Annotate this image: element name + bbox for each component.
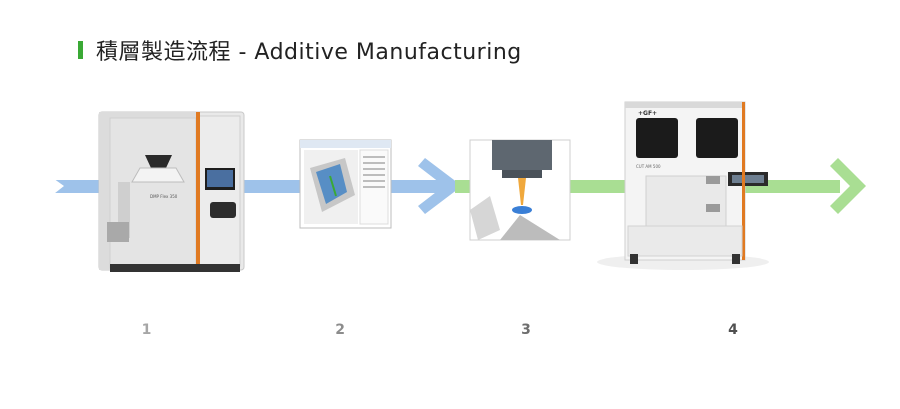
flow-arrow-blue-head	[418, 158, 462, 214]
step-number-1: 1	[136, 320, 157, 340]
post-process-image	[469, 139, 571, 241]
step-label-post-processing: 後處理	[538, 319, 596, 341]
step-label-cutting: 切割	[745, 319, 784, 341]
cutter-brand-label: +GF+	[638, 110, 657, 117]
page-title-group: 積層製造流程 - Additive Manufacturing	[78, 34, 522, 66]
printer-machine-image: DMP Flex 350	[98, 111, 245, 272]
cutting-machine-image: +GF+ CUT AM 500	[597, 101, 769, 270]
step-label-3d-printing: 3D列印	[353, 319, 418, 341]
step-number-2: 2	[330, 320, 351, 340]
step-label-design: 設計	[159, 319, 198, 341]
step-number-4: 4	[722, 320, 743, 340]
title-accent-bar	[78, 41, 83, 59]
flow-arrow-green-head	[830, 158, 866, 214]
flow-arrow-blue-tail	[50, 176, 64, 197]
cad-design-image	[299, 139, 392, 229]
step-number-3: 3	[515, 320, 536, 340]
cutter-model-label: CUT AM 500	[636, 164, 661, 169]
process-illustration: DMP Flex 350 +GF+	[50, 101, 866, 272]
page-title: 積層製造流程 - Additive Manufacturing	[96, 40, 522, 65]
printer-brand-label: DMP Flex 350	[150, 194, 178, 199]
